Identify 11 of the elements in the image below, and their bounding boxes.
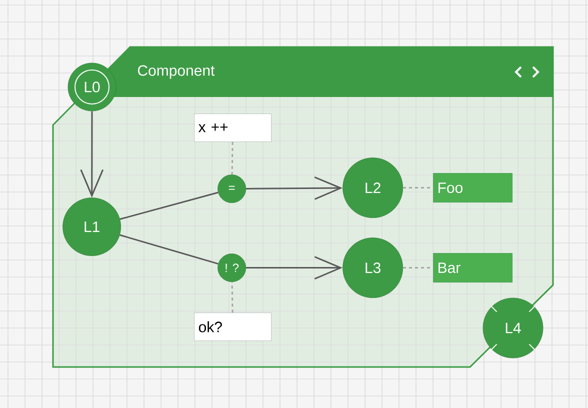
- leader-line: [231, 282, 234, 313]
- note-box: x ++: [194, 114, 272, 142]
- label-tag: Bar: [433, 253, 512, 282]
- leader-line: [231, 142, 234, 175]
- arrow: [246, 256, 343, 280]
- arrow: [80, 111, 104, 198]
- connector-line: [120, 234, 218, 265]
- connector-line: [120, 192, 218, 220]
- note-box: ok?: [194, 312, 272, 341]
- arrow: [246, 176, 343, 200]
- label-tag: Foo: [433, 173, 512, 202]
